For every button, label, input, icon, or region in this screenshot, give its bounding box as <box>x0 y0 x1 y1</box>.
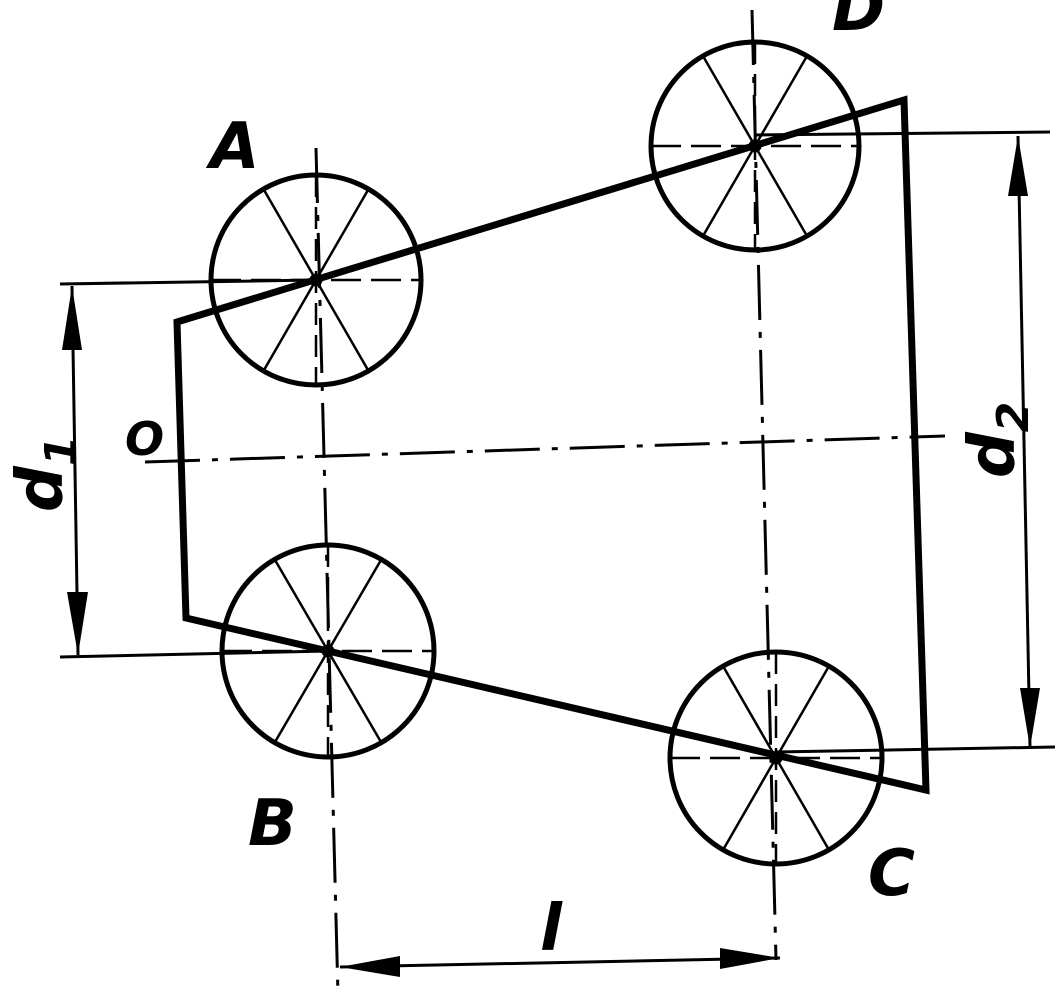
wheel-a-b-axis <box>314 147 340 996</box>
wheel-c-label: C <box>868 837 915 911</box>
d1-label-sub: 1 <box>36 436 87 467</box>
d1-label: d1 <box>4 436 87 512</box>
wheel-d-c-axis <box>750 9 778 961</box>
d2-extension-top <box>754 130 1051 137</box>
l-arrow-left <box>340 956 400 977</box>
dimension-d2 <box>754 130 1056 754</box>
symmetry-axis <box>144 434 946 464</box>
d2-extension-bottom <box>775 745 1056 754</box>
center-lines <box>144 9 946 996</box>
d1-arrow-top <box>62 286 82 350</box>
dimension-l <box>339 948 781 977</box>
d2-label: d2 <box>956 402 1039 478</box>
wheel-a-label: A <box>205 110 260 184</box>
d1-arrow-bottom <box>67 592 88 655</box>
d2-arrow-top <box>1008 136 1028 196</box>
l-arrow-right <box>720 948 780 969</box>
d2-arrow-bottom <box>1020 688 1040 748</box>
origin-label: O <box>125 412 164 466</box>
frame-outline <box>173 95 930 795</box>
wheel-d-label: D <box>832 0 885 46</box>
d2-label-base: d <box>956 431 1030 478</box>
l-dimension-line <box>339 956 781 969</box>
d1-extension-top <box>59 278 317 286</box>
d2-label-sub: 2 <box>988 402 1039 433</box>
wheel-b-label: B <box>248 787 297 861</box>
d2-dimension-line <box>1016 135 1032 749</box>
d1-label-base: d <box>4 465 78 512</box>
l-label: l <box>540 892 563 966</box>
d1-extension-bottom <box>59 649 329 659</box>
dimension-d1 <box>59 278 329 659</box>
